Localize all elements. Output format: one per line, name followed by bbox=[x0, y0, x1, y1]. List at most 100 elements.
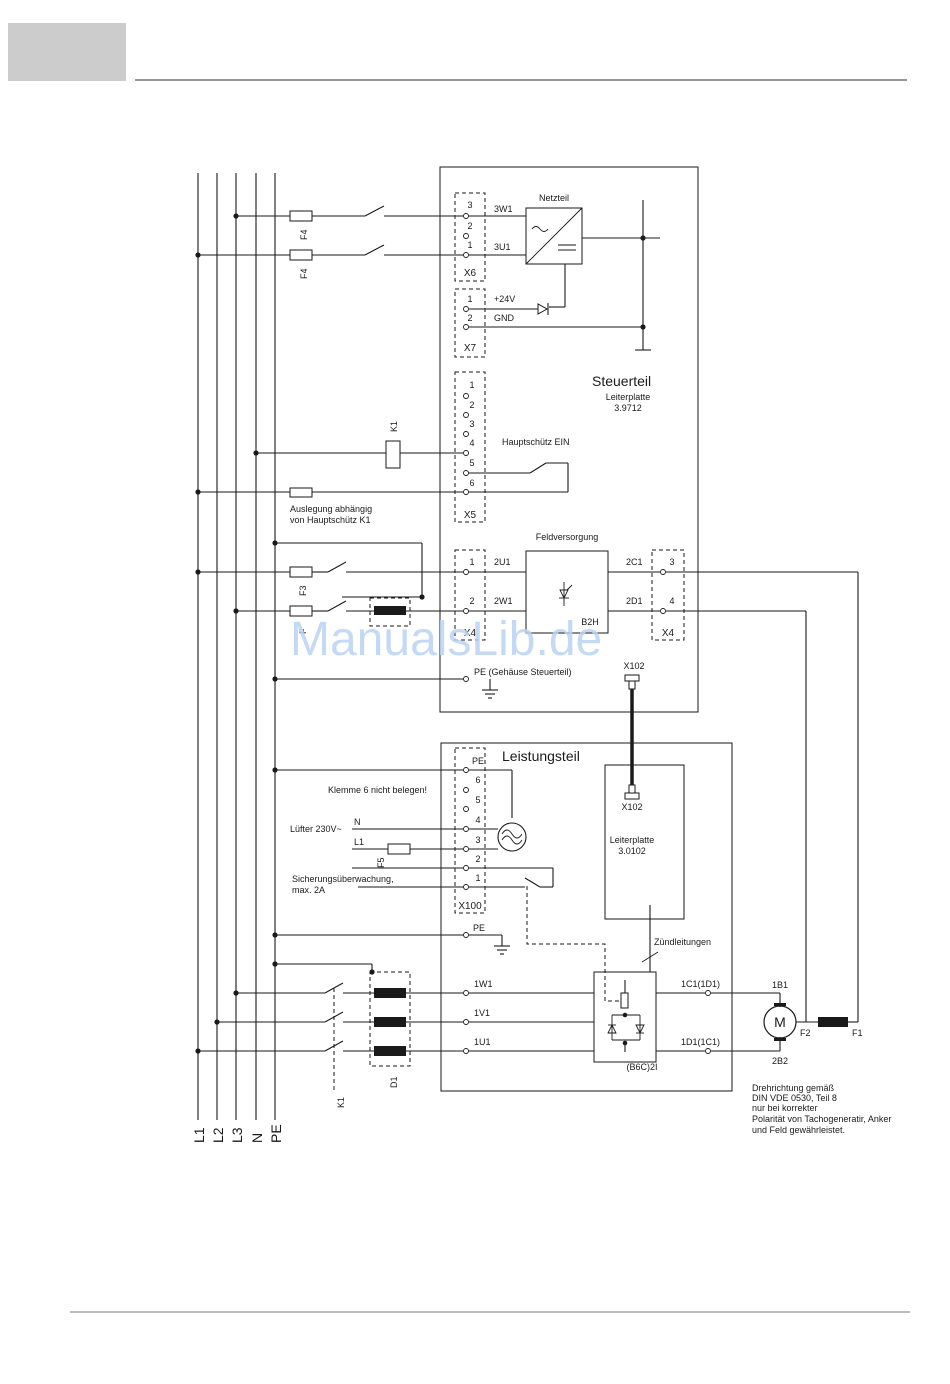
fuse-f4-bottom-label: F4 bbox=[299, 268, 309, 279]
sicherung-line2: max. 2A bbox=[292, 885, 325, 895]
b2h-block bbox=[525, 550, 609, 634]
bus-label-l2: L2 bbox=[210, 1127, 226, 1143]
x100-connector bbox=[454, 747, 486, 914]
svg-text:2: 2 bbox=[467, 221, 472, 231]
rotation-note: Drehrichtung gemäß DIN VDE 0530, Teil 8 … bbox=[752, 1083, 891, 1135]
leistungsteil-board-no: 3.0102 bbox=[618, 846, 646, 856]
x100-label: X100 bbox=[458, 901, 482, 912]
fuse-f5-label: F5 bbox=[376, 857, 386, 868]
d1-choke-3 bbox=[374, 1046, 406, 1056]
svg-text:2U1: 2U1 bbox=[494, 557, 511, 567]
svg-text:4: 4 bbox=[469, 438, 474, 448]
fan-motor-icon bbox=[497, 822, 527, 852]
svg-text:4: 4 bbox=[669, 596, 674, 606]
x5-label: X5 bbox=[464, 510, 477, 521]
d1-choke-2 bbox=[374, 1017, 406, 1027]
steuerteil-title: Steuerteil bbox=[592, 373, 651, 389]
leistungsteil-board-label: Leiterplatte bbox=[610, 835, 655, 845]
svg-text:DIN VDE 0530, Teil 8: DIN VDE 0530, Teil 8 bbox=[752, 1093, 837, 1103]
steuerteil-board-no: 3.9712 bbox=[614, 403, 642, 413]
bus-label-l3: L3 bbox=[229, 1127, 245, 1143]
motor-symbol: M bbox=[774, 1014, 786, 1030]
svg-text:2: 2 bbox=[475, 854, 480, 864]
svg-text:3U1: 3U1 bbox=[494, 242, 511, 252]
fuse-k1 bbox=[289, 487, 313, 498]
fuse-f4-bottom bbox=[289, 249, 313, 261]
watermark: ManualsLib.de bbox=[290, 613, 602, 666]
auslegung-line1: Auslegung abhängig bbox=[290, 504, 372, 514]
svg-text:1V1: 1V1 bbox=[474, 1008, 490, 1018]
svg-text:PE: PE bbox=[472, 756, 484, 766]
svg-text:6: 6 bbox=[469, 478, 474, 488]
sicherung-line1: Sicherungsüberwachung, bbox=[292, 874, 394, 884]
svg-text:3: 3 bbox=[475, 835, 480, 845]
svg-text:1C1(1D1): 1C1(1D1) bbox=[681, 979, 720, 989]
svg-text:3W1: 3W1 bbox=[494, 204, 513, 214]
x6-label: X6 bbox=[464, 268, 477, 279]
pe-steuerteil-label: PE (Gehäuse Steuerteil) bbox=[474, 667, 572, 677]
pe-leistungsteil-label: PE bbox=[473, 923, 485, 933]
svg-text:1: 1 bbox=[469, 557, 474, 567]
motor-terminal-top: 1B1 bbox=[772, 980, 788, 990]
x7-label: X7 bbox=[464, 343, 477, 354]
x102-top-label: X102 bbox=[623, 661, 644, 671]
svg-text:2: 2 bbox=[469, 400, 474, 410]
x102-bottom-label: X102 bbox=[621, 802, 642, 812]
d1-choke-group bbox=[369, 971, 411, 1067]
klemme-note: Klemme 6 nicht belegen! bbox=[328, 785, 427, 795]
svg-text:1U1: 1U1 bbox=[474, 1037, 491, 1047]
netzteil-block bbox=[525, 207, 583, 265]
svg-text:GND: GND bbox=[494, 313, 515, 323]
choke-d-group bbox=[369, 597, 411, 627]
k1-coil bbox=[385, 440, 401, 469]
bridge-label: (B6C)2I bbox=[626, 1062, 657, 1072]
svg-text:L1: L1 bbox=[354, 837, 364, 847]
steuerteil-board: Leiterplatte bbox=[606, 392, 651, 402]
netzteil-label: Netzteil bbox=[539, 193, 569, 203]
x4-left-connector bbox=[454, 549, 486, 641]
svg-text:1: 1 bbox=[467, 240, 472, 250]
x5-connector bbox=[454, 371, 486, 523]
svg-text:Drehrichtung gemäß: Drehrichtung gemäß bbox=[752, 1083, 835, 1093]
choke-bar bbox=[374, 606, 406, 615]
x4-left-label: X4 bbox=[464, 628, 477, 639]
header-tab bbox=[8, 23, 126, 81]
luefter-label: Lüfter 230V~ bbox=[290, 824, 342, 834]
feldversorgung-label: Feldversorgung bbox=[536, 532, 599, 542]
hauptschuetz-label: Hauptschütz EIN bbox=[502, 437, 570, 447]
svg-text:6: 6 bbox=[475, 775, 480, 785]
fuse-f3-bottom-label: F bbox=[298, 628, 308, 634]
fuse-f5 bbox=[387, 843, 411, 855]
svg-text:4: 4 bbox=[475, 815, 480, 825]
svg-text:N: N bbox=[354, 817, 361, 827]
svg-text:2W1: 2W1 bbox=[494, 596, 513, 606]
svg-text:2D1: 2D1 bbox=[626, 596, 643, 606]
bus-label-l1: L1 bbox=[191, 1127, 207, 1143]
svg-text:Polarität von Tachogeneratir,: Polarität von Tachogeneratir, Anker bbox=[752, 1114, 891, 1124]
svg-text:1W1: 1W1 bbox=[474, 979, 493, 989]
leistungsteil-board bbox=[604, 764, 685, 920]
zuendleitungen-label: Zündleitungen bbox=[654, 937, 711, 947]
x6-connector bbox=[454, 192, 486, 282]
x4-right-connector bbox=[651, 549, 685, 641]
bus-labels: L1 L2 L3 N PE bbox=[191, 1124, 284, 1143]
auslegung-line2: von Hauptschütz K1 bbox=[290, 515, 371, 525]
svg-text:2: 2 bbox=[467, 313, 472, 323]
svg-text:+24V: +24V bbox=[494, 294, 515, 304]
f1-label: F1 bbox=[852, 1028, 863, 1038]
d1-label: D1 bbox=[389, 1076, 399, 1088]
bus-label-pe: PE bbox=[268, 1124, 284, 1143]
x4-right-label: X4 bbox=[662, 628, 675, 639]
svg-text:1D1(1C1): 1D1(1C1) bbox=[681, 1037, 720, 1047]
d1-choke-1 bbox=[374, 988, 406, 998]
svg-text:5: 5 bbox=[475, 795, 480, 805]
x7-connector bbox=[454, 288, 486, 358]
leistungsteil-box bbox=[440, 742, 733, 1092]
svg-text:nur bei korrekter: nur bei korrekter bbox=[752, 1103, 818, 1113]
bus-label-n: N bbox=[249, 1133, 265, 1143]
fuse-f3-label: F3 bbox=[298, 585, 308, 596]
fuse-f4-top bbox=[289, 210, 313, 222]
svg-text:1: 1 bbox=[475, 873, 480, 883]
k1-main-contact-label: K1 bbox=[336, 1097, 346, 1108]
